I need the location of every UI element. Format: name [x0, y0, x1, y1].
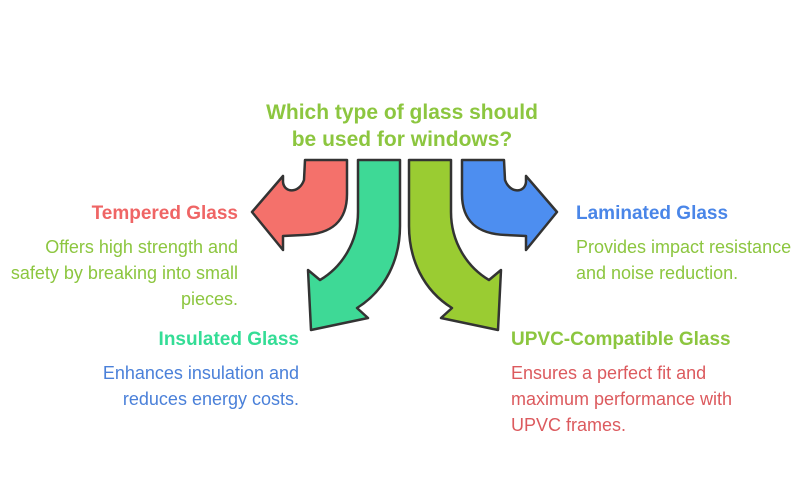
insulated-glass-label: Insulated Glass	[158, 329, 299, 350]
page-title: Which type of glass should be used for w…	[266, 101, 538, 151]
laminated-glass-label: Laminated Glass	[576, 203, 729, 224]
laminated-glass-arrow-icon	[460, 158, 559, 252]
insulated-glass-arrow-icon	[306, 158, 402, 332]
upvc-glass-description: Ensures a perfect fit and maximum perfor…	[511, 363, 733, 435]
tempered-glass-section: Tempered Glass Offers high strength and …	[0, 202, 238, 312]
insulated-glass-description: Enhances insulation and reduces energy c…	[102, 363, 299, 409]
upvc-glass-section: UPVC-Compatible Glass Ensures a perfect …	[511, 328, 736, 438]
tempered-glass-label: Tempered Glass	[91, 203, 238, 224]
upvc-glass-arrow-icon	[407, 158, 503, 332]
laminated-glass-description: Provides impact resistance and noise red…	[576, 237, 792, 283]
laminated-glass-section: Laminated Glass Provides impact resistan…	[576, 202, 796, 286]
upvc-glass-label: UPVC-Compatible Glass	[511, 329, 731, 350]
tempered-glass-description: Offers high strength and safety by break…	[10, 237, 238, 309]
tempered-glass-arrow-icon	[250, 158, 349, 252]
insulated-glass-section: Insulated Glass Enhances insulation and …	[99, 328, 299, 412]
